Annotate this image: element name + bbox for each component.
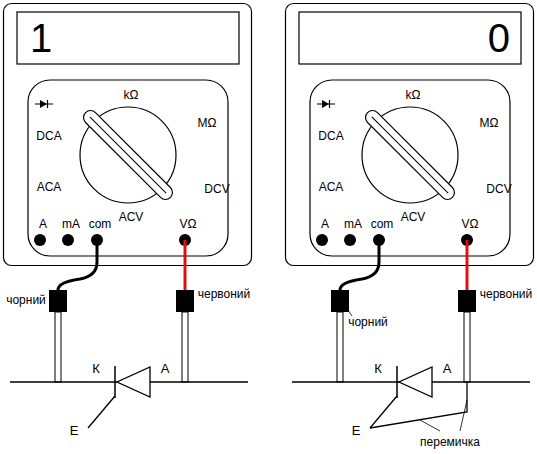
dial-label: ACA	[319, 181, 344, 193]
dial-label: A	[39, 218, 47, 230]
text-label: червоний	[198, 288, 251, 300]
dial-label: ACV	[119, 211, 144, 223]
dial-label: mA	[62, 218, 80, 230]
text-label: Е	[352, 424, 361, 437]
dial-label: com	[371, 218, 394, 230]
dial-label: MΩ	[198, 117, 217, 129]
dial-label: DCA	[36, 130, 61, 142]
text-label: А	[443, 362, 452, 375]
dial-label: A	[321, 218, 329, 230]
multimeter-body: kΩ DCA MΩ ACA DCV ACV AmA com VΩ 1	[3, 3, 252, 266]
text-label: А	[161, 362, 170, 375]
dial-label: mA	[344, 218, 362, 230]
lcd-display: 0	[299, 12, 521, 64]
text-label: чорний	[348, 316, 388, 328]
dial-label: ACV	[401, 211, 426, 223]
dial-label: DCV	[486, 183, 511, 195]
text-label: К	[92, 362, 100, 375]
text-label: червоний	[480, 288, 533, 300]
display-digit: 1	[30, 18, 52, 58]
multimeter-body: kΩ DCA MΩ ACA DCV ACV AmA com VΩ 0	[285, 3, 534, 266]
dial-label: DCA	[318, 130, 343, 142]
dial-label: com	[89, 218, 112, 230]
text-label: чорний	[6, 294, 46, 306]
text-label: К	[374, 362, 382, 375]
dial-label: MΩ	[480, 117, 499, 129]
dial-label: ACA	[37, 181, 62, 193]
dial-label: VΩ	[180, 218, 197, 230]
text-label: Е	[70, 424, 79, 437]
dial-label: VΩ	[462, 218, 479, 230]
dial-label: kΩ	[406, 89, 421, 101]
display-digit: 0	[488, 18, 510, 58]
dial-label: kΩ	[124, 89, 139, 101]
dial-label: DCV	[204, 183, 229, 195]
text-label: перемичка	[420, 436, 480, 448]
lcd-display: 1	[17, 12, 239, 64]
